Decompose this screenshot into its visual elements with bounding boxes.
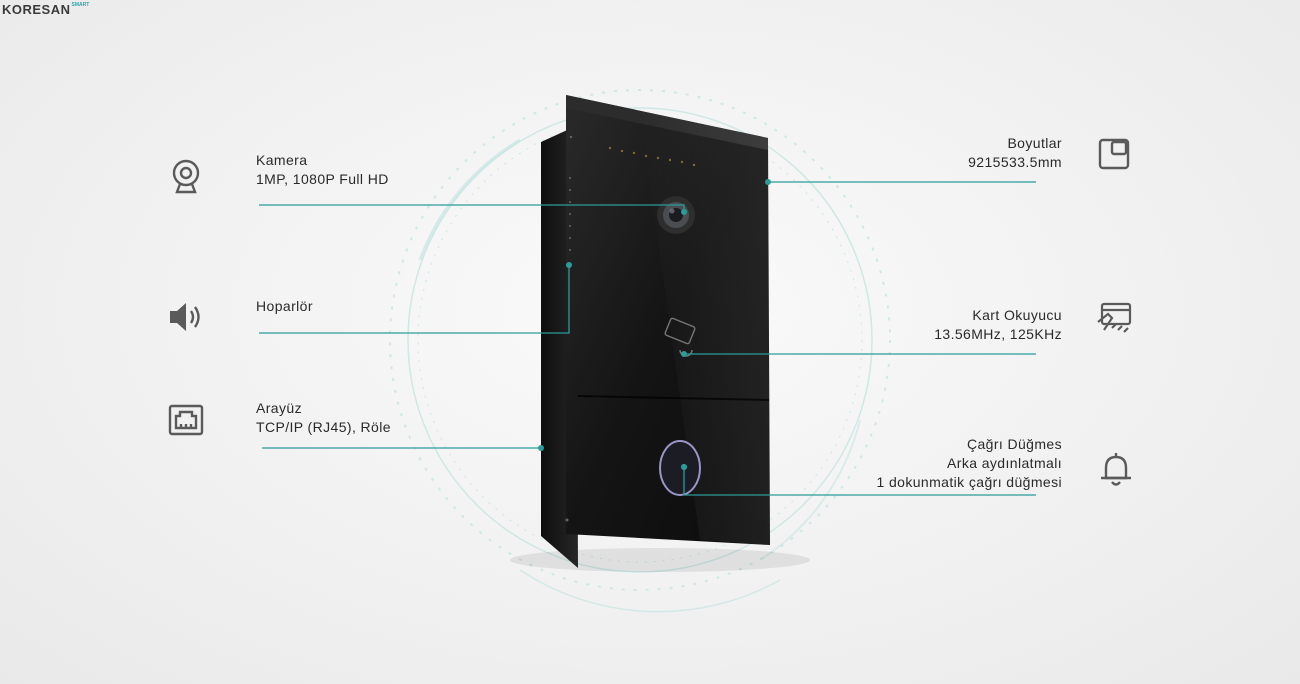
device-call-button (659, 440, 701, 496)
feature-dimensions: Boyutlar 9215533.5mm (968, 134, 1062, 172)
device-shadow (510, 548, 810, 572)
ethernet-port-icon (166, 400, 206, 440)
feature-speaker: Hoparlör (256, 297, 313, 316)
led-strip (608, 146, 696, 167)
feature-card-reader: Kart Okuyucu 13.56MHz, 125KHz (934, 306, 1062, 344)
connector-dots (538, 179, 771, 470)
feature-title: Arayüz (256, 400, 302, 416)
brand-name: KORESAN (2, 2, 71, 17)
feature-call-button: Çağrı Düğmes Arka aydınlatmalı 1 dokunma… (877, 435, 1063, 492)
bell-icon (1096, 450, 1136, 490)
feature-title: Kamera (256, 152, 308, 168)
feature-detail: TCP/IP (RJ45), Röle (256, 419, 391, 435)
feature-detail: 9215533.5mm (968, 154, 1062, 170)
feature-title: Hoparlör (256, 298, 313, 314)
feature-detail: 1 dokunmatik çağrı düğmesi (876, 474, 1062, 490)
brand-logo: KORESANSMART (2, 2, 89, 17)
brand-tag: SMART (71, 2, 90, 8)
feature-title: Çağrı Düğmes (966, 436, 1062, 452)
device-camera (657, 196, 695, 234)
feature-detail: 1MP, 1080P Full HD (256, 171, 389, 187)
feature-detail: 13.56MHz, 125KHz (934, 326, 1062, 342)
speaker-icon (166, 297, 206, 337)
feature-camera: Kamera 1MP, 1080P Full HD (256, 151, 389, 189)
feature-detail: Arka aydınlatmalı (947, 455, 1062, 471)
dimensions-icon (1094, 134, 1134, 174)
feature-title: Kart Okuyucu (972, 307, 1062, 323)
feature-title: Boyutlar (1007, 135, 1062, 151)
webcam-icon (166, 156, 206, 196)
card-reader-icon (1094, 300, 1134, 340)
feature-interface: Arayüz TCP/IP (RJ45), Röle (256, 399, 391, 437)
